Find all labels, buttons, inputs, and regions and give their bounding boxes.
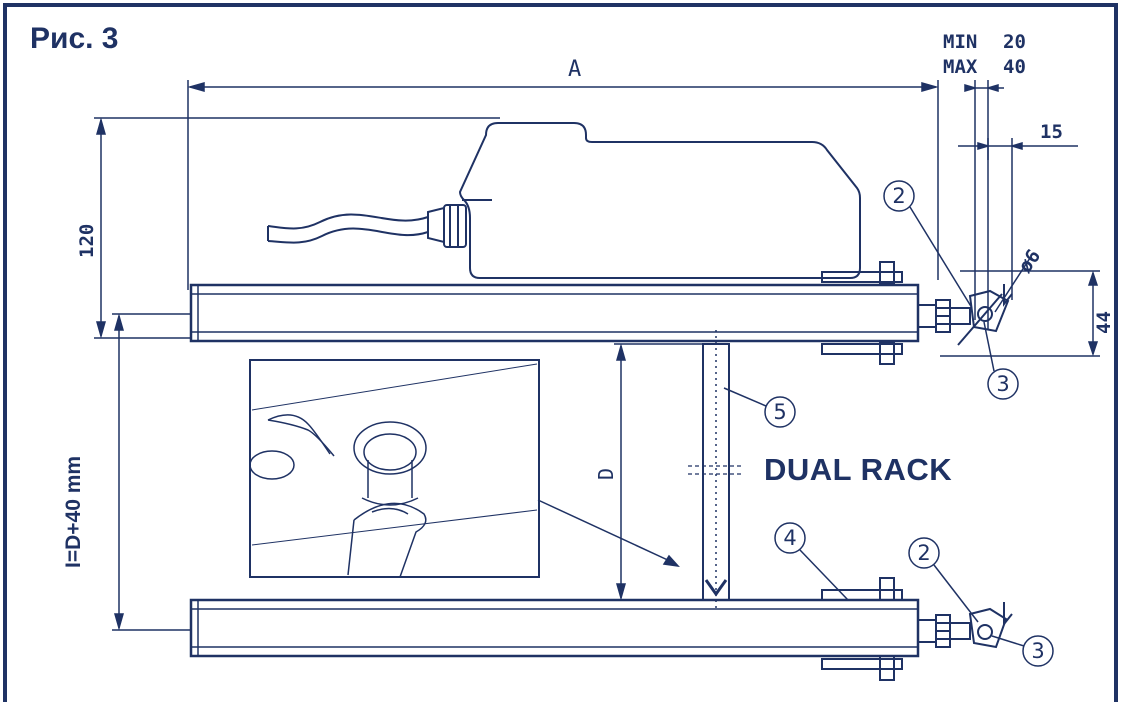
- dimension-min-max: [964, 80, 1004, 330]
- upper-bracket: [821, 261, 903, 365]
- lower-bracket: [821, 577, 903, 681]
- callout-2-bottom-number: 2: [917, 541, 930, 565]
- callout-2-top-number: 2: [892, 184, 905, 208]
- label-44: 44: [1093, 311, 1115, 334]
- callout-3-top: [983, 321, 1019, 400]
- callout-3-bottom-number: 3: [1031, 639, 1044, 663]
- callout-5: [723, 387, 796, 428]
- label-a: A: [568, 57, 581, 82]
- label-min: MIN: [943, 31, 977, 53]
- dimension-i: [112, 313, 190, 631]
- label-max-value: 40: [1003, 56, 1026, 78]
- connecting-rod: [688, 330, 744, 612]
- dimension-44: [940, 270, 1100, 357]
- label-min-value: 20: [1003, 31, 1026, 53]
- cable: [267, 213, 429, 244]
- callout-4-number: 4: [783, 526, 796, 550]
- label-15: 15: [1040, 121, 1063, 143]
- motor-housing: [458, 122, 861, 279]
- lower-end-fitting: [917, 602, 1013, 649]
- figure-title: Рис. 3: [30, 22, 119, 55]
- lower-rack: [189, 598, 920, 658]
- callout-5-number: 5: [773, 400, 786, 424]
- callout-2-bottom: [908, 537, 979, 623]
- callout-3-bottom: [991, 635, 1054, 667]
- dimension-d: [614, 343, 703, 601]
- label-max: MAX: [943, 56, 978, 78]
- dimension-15: [958, 138, 1078, 300]
- inset-arrow: [537, 499, 680, 568]
- upper-end-fitting: [917, 284, 1013, 346]
- callout-4: [774, 522, 849, 601]
- callout-2-top: [883, 180, 973, 309]
- d6-leader: [994, 257, 1031, 313]
- drawing-border: [3, 3, 1118, 702]
- label-d: D: [594, 468, 618, 480]
- inset-photo: [249, 359, 540, 578]
- label-120: 120: [76, 224, 98, 258]
- upper-rack: [189, 283, 920, 343]
- callout-3-top-number: 3: [996, 372, 1009, 396]
- label-d6: ø6: [1014, 245, 1045, 276]
- dimension-120: [94, 117, 500, 339]
- dimension-a: [187, 80, 939, 290]
- cable-gland: [427, 204, 467, 248]
- dual-rack-label: DUAL RACK: [764, 452, 953, 487]
